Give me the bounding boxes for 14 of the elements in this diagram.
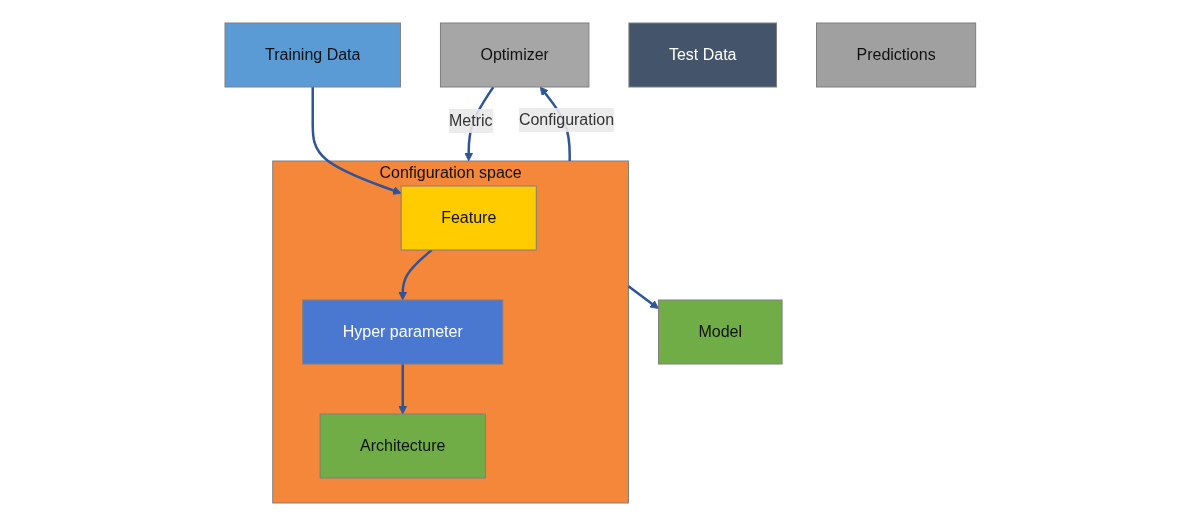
node-box: Test Data <box>628 22 778 87</box>
arrow <box>311 86 402 195</box>
node-box: Predictions <box>816 22 977 87</box>
node-box: Optimizer <box>440 22 590 87</box>
arrow <box>398 248 433 300</box>
node-box: Training Data <box>224 22 402 87</box>
node-box: Hyper parameter <box>302 299 504 364</box>
arrow <box>398 363 408 414</box>
node-box: Model <box>658 299 783 364</box>
edge-label: Configuration <box>519 110 615 128</box>
node-box: Architecture <box>319 413 487 478</box>
node-box: Feature <box>400 185 537 250</box>
arrow <box>627 284 660 309</box>
edge-label: Metric <box>449 111 493 129</box>
